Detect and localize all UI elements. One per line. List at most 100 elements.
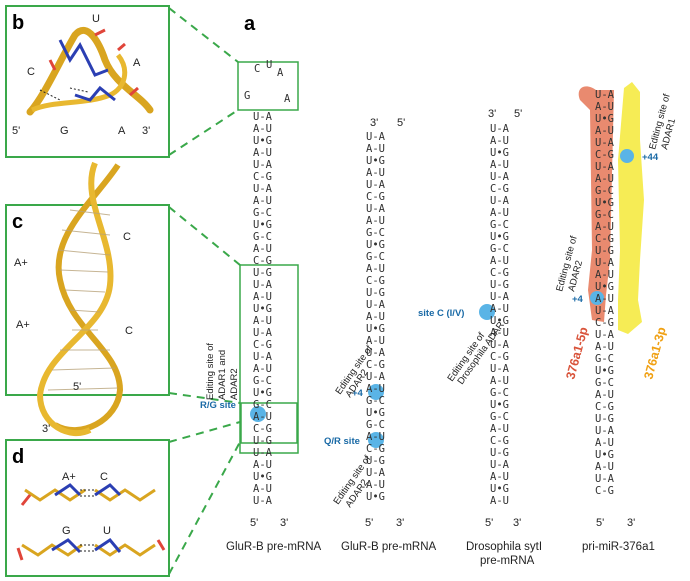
struct3-base-pair: U•G (490, 483, 509, 495)
struct4-base-pair: U-A (595, 473, 615, 485)
struct4-base-pair: U•G (595, 365, 614, 377)
struct3-base-pair: A-U (490, 495, 509, 507)
struct4-stem: U-AA-UU•GA-UU-AC-GU-AA-UG-CU•GG-CA-UC-GU… (595, 89, 615, 497)
struct2-base-pair: G-C (366, 419, 385, 431)
struct3-base-pair: A-U (490, 327, 509, 339)
struct1-base-pair: A-U (253, 315, 272, 327)
struct4-base-pair: C-G (595, 317, 614, 329)
struct1-base-pair: A-U (253, 411, 272, 423)
struct4-base-pair: C-G (595, 485, 614, 497)
panel-d-box (5, 439, 170, 577)
panel-c-label-c2: C (125, 325, 133, 337)
struct2-base-pair: U-A (366, 179, 386, 191)
struct1-end-3prime: 3' (280, 517, 288, 529)
struct3-base-pair: A-U (490, 471, 509, 483)
struct3-base-pair: A-U (490, 135, 509, 147)
struct4-base-pair: U-A (595, 89, 615, 101)
struct1-base-pair: G-C (253, 231, 272, 243)
struct4-base-pair: G-C (595, 353, 614, 365)
struct3-base-pair: U-G (490, 447, 509, 459)
struct4-3p-arm-highlight (618, 82, 644, 334)
panel-d-label-c: C (100, 471, 108, 483)
panel-c-box (5, 204, 170, 396)
struct1-base-pair: U•G (253, 387, 272, 399)
struct3-base-pair: U-A (490, 291, 510, 303)
struct3-base-pair: U•G (490, 147, 509, 159)
panel-b-label-5prime: 5' (12, 125, 20, 137)
struct3-base-pair: U•G (490, 399, 509, 411)
struct2-base-pair: U-A (366, 299, 386, 311)
struct4-caption: pri-miR-376a1 (582, 541, 655, 553)
struct4-base-pair: A-U (595, 101, 614, 113)
struct1-site-label: R/G site (200, 400, 236, 411)
panel-c-label-5prime: 5' (73, 381, 81, 393)
panel-label-d: d (12, 446, 24, 468)
struct4-base-pair: A-U (595, 269, 614, 281)
struct4-base-pair: U•G (595, 113, 614, 125)
zoom-connectors (168, 7, 241, 575)
struct1-loop-g: G (244, 90, 250, 102)
struct3-edit-site-marker (479, 304, 495, 320)
struct4-end-5prime: 5' (596, 517, 604, 529)
struct3-base-pair: A-U (490, 255, 509, 267)
struct1-base-pair: A-U (253, 123, 272, 135)
struct1-base-pair: C-G (253, 171, 272, 183)
struct4-base-pair: A-U (595, 293, 614, 305)
struct1-base-pair: C-G (253, 423, 272, 435)
struct2-base-pair: C-G (366, 275, 385, 287)
panel-b-rna-structure (26, 27, 154, 116)
struct3-base-pair: A-U (490, 207, 509, 219)
struct2-site-plus4: +4 (352, 388, 364, 399)
struct3-base-pair: U-A (490, 459, 510, 471)
struct1-base-pair: A-U (253, 291, 272, 303)
panel-b-label-c: C (27, 66, 35, 78)
struct2-base-pair: A-U (366, 479, 385, 491)
struct3-end-5prime-bottom: 5' (485, 517, 493, 529)
panel-b-label-u: U (92, 13, 100, 25)
struct3-base-pair: U-A (490, 123, 510, 135)
struct2-base-pair: U-G (366, 287, 385, 299)
struct2-base-pair: A-U (366, 311, 385, 323)
struct4-end-3prime: 3' (627, 517, 635, 529)
struct2-base-pair: A-U (366, 143, 385, 155)
struct4-base-pair: A-U (595, 173, 614, 185)
struct2-base-pair: U•G (366, 491, 385, 503)
struct1-base-pair: U-A (253, 495, 273, 507)
struct3-end-3prime-top: 3' (488, 108, 496, 120)
struct4-base-pair: G-C (595, 185, 614, 197)
struct3-base-pair: U•G (490, 315, 509, 327)
struct1-loop-a1: A (277, 67, 284, 79)
struct2-site-qr: Q/R site (324, 436, 360, 447)
struct2-base-pair: U•G (366, 323, 385, 335)
struct4-base-pair: A-U (595, 437, 614, 449)
struct4-5p-arm-highlight (578, 86, 614, 322)
struct3-caption-line1: Drosophila sytI (466, 541, 542, 553)
struct3-base-pair: A-U (490, 159, 509, 171)
struct2-base-pair: U-A (366, 347, 386, 359)
panel-d-label-a-plus: A+ (62, 471, 76, 483)
struct3-base-pair: U-A (490, 339, 510, 351)
struct2-base-pair: A-U (366, 335, 385, 347)
struct4-base-pair: U•G (595, 449, 614, 461)
struct1-base-pair: U-G (253, 435, 272, 447)
struct4-base-pair: G-C (595, 377, 614, 389)
struct4-base-pair: C-G (595, 233, 614, 245)
struct1-caption: GluR-B pre-mRNA (226, 541, 322, 553)
struct2-caption: GluR-B pre-mRNA (341, 541, 437, 553)
struct3-base-pair: G-C (490, 219, 509, 231)
struct2-base-pair: A-U (366, 263, 385, 275)
struct1-base-pair: G-C (253, 375, 272, 387)
struct1-base-pair: U-A (253, 351, 273, 363)
panel-label-a: a (244, 13, 256, 35)
struct4-base-pair: U-A (595, 305, 615, 317)
struct1-annotation-line1: Editing site of (205, 343, 216, 400)
panel-c-label-a-plus-2: A+ (16, 319, 30, 331)
struct4-base-pair: C-G (595, 149, 614, 161)
struct2-base-pair: U•G (366, 155, 385, 167)
struct1-base-pair: C-G (253, 339, 272, 351)
struct4-base-pair: U•G (595, 281, 614, 293)
struct2-base-pair: U-G (366, 455, 385, 467)
struct1-loop-box (237, 61, 299, 111)
struct2-base-pair: U•G (366, 239, 385, 251)
struct3-end-3prime-bottom: 3' (513, 517, 521, 529)
